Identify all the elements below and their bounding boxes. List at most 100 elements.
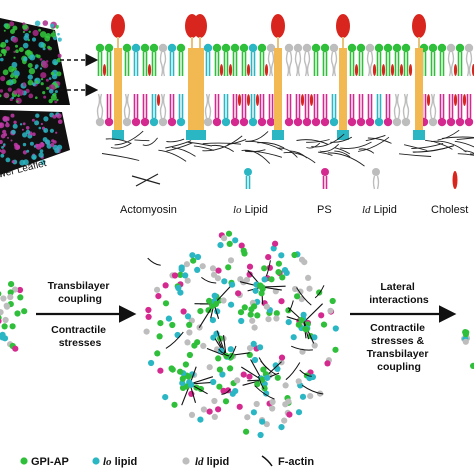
clustered-dot bbox=[179, 375, 186, 382]
molecule-dot bbox=[190, 257, 197, 264]
speckle bbox=[10, 73, 15, 79]
actin-cluster bbox=[239, 270, 286, 305]
speckle bbox=[57, 53, 62, 58]
final-state-cloud bbox=[461, 329, 474, 369]
microscopy-image bbox=[0, 18, 70, 175]
speckle bbox=[22, 122, 26, 126]
speckle bbox=[0, 41, 7, 48]
molecule-dot bbox=[215, 406, 222, 413]
protein-foot bbox=[186, 130, 198, 140]
molecule-dot bbox=[275, 260, 282, 267]
molecule-dot bbox=[297, 288, 304, 295]
molecule-dot bbox=[0, 291, 2, 297]
speckle bbox=[11, 160, 15, 164]
lipid bbox=[455, 94, 465, 127]
molecule-dot bbox=[182, 361, 189, 368]
molecule-dot bbox=[243, 276, 251, 283]
cholesterol bbox=[372, 64, 377, 76]
speckle bbox=[39, 58, 43, 61]
actin-filament bbox=[311, 133, 345, 148]
legend-ps: PS bbox=[317, 204, 332, 216]
speckle bbox=[34, 20, 41, 27]
actin-filament bbox=[242, 379, 263, 386]
speckle bbox=[57, 119, 63, 124]
molecule-dot bbox=[209, 317, 216, 324]
speckle bbox=[22, 22, 26, 26]
speckle bbox=[34, 66, 38, 70]
molecule-dot bbox=[186, 321, 193, 328]
molecule-dot bbox=[332, 346, 339, 353]
molecule-dot bbox=[227, 257, 235, 264]
molecule-dot bbox=[177, 271, 184, 278]
protein-foot bbox=[112, 130, 124, 140]
lipid bbox=[374, 94, 384, 127]
molecule-dot bbox=[0, 309, 4, 316]
protein-body bbox=[339, 48, 347, 130]
clustered-dot bbox=[295, 321, 302, 328]
cholesterol bbox=[408, 64, 413, 76]
cholesterol bbox=[462, 94, 467, 106]
arrow1-bottom-label: Contractile stresses bbox=[51, 324, 109, 349]
speckle bbox=[38, 28, 41, 32]
actin-filament bbox=[101, 153, 140, 161]
actin-filament bbox=[319, 143, 340, 153]
molecule-dot bbox=[327, 307, 334, 314]
molecule-dot bbox=[243, 428, 250, 435]
actin-filament bbox=[261, 286, 282, 291]
molecule-dot bbox=[266, 264, 273, 271]
speckle bbox=[10, 113, 15, 118]
molecule-dot bbox=[148, 359, 155, 367]
lipid bbox=[437, 94, 447, 127]
lipid bbox=[149, 43, 159, 76]
molecule-dot bbox=[260, 366, 267, 373]
molecule-dot bbox=[183, 261, 190, 268]
speckle bbox=[0, 89, 4, 93]
speckle bbox=[56, 98, 59, 102]
speckle bbox=[27, 63, 33, 68]
speckle bbox=[45, 78, 49, 82]
actin-filament bbox=[334, 147, 351, 155]
actin-filament bbox=[412, 145, 455, 153]
actin-filament bbox=[456, 137, 474, 141]
actin-filament bbox=[142, 137, 158, 146]
speckle bbox=[0, 153, 5, 158]
protein-body bbox=[188, 48, 196, 130]
legend-ld-lipid: ld Lipid bbox=[362, 204, 397, 216]
speckle bbox=[11, 61, 18, 68]
lipid bbox=[356, 94, 366, 127]
lipid bbox=[284, 43, 294, 77]
molecule-dot bbox=[3, 303, 11, 310]
actin-filament bbox=[403, 144, 428, 151]
lipid bbox=[284, 94, 294, 127]
lipid bbox=[293, 94, 303, 127]
speckle bbox=[0, 149, 2, 152]
speckle bbox=[14, 75, 19, 79]
cholesterol bbox=[453, 64, 458, 76]
lipid bbox=[302, 94, 312, 127]
molecule-dot bbox=[268, 276, 275, 283]
actin-filament bbox=[285, 362, 301, 381]
actin-filament bbox=[334, 150, 351, 158]
speckle bbox=[11, 96, 14, 100]
actin-filament bbox=[296, 287, 312, 306]
lipid bbox=[122, 93, 132, 127]
protein-foot bbox=[194, 130, 206, 140]
clustered-dot bbox=[179, 384, 187, 391]
speckle bbox=[35, 80, 39, 84]
lo-lipid-icon bbox=[244, 168, 252, 189]
actin-filament bbox=[463, 150, 474, 154]
speckle bbox=[4, 23, 11, 30]
actin-filament bbox=[261, 285, 286, 288]
lipid bbox=[302, 43, 312, 77]
speckle bbox=[40, 122, 44, 126]
actin-filament bbox=[171, 146, 196, 157]
speckle bbox=[31, 154, 37, 160]
molecule-dot bbox=[229, 281, 236, 288]
speckle bbox=[51, 139, 55, 143]
ld-lipid-icon bbox=[372, 168, 380, 190]
cholesterol bbox=[147, 64, 152, 76]
gpi-anchor bbox=[193, 14, 207, 38]
molecule-dot bbox=[175, 284, 182, 292]
molecule-dot bbox=[470, 362, 474, 369]
molecule-dot bbox=[311, 334, 318, 341]
